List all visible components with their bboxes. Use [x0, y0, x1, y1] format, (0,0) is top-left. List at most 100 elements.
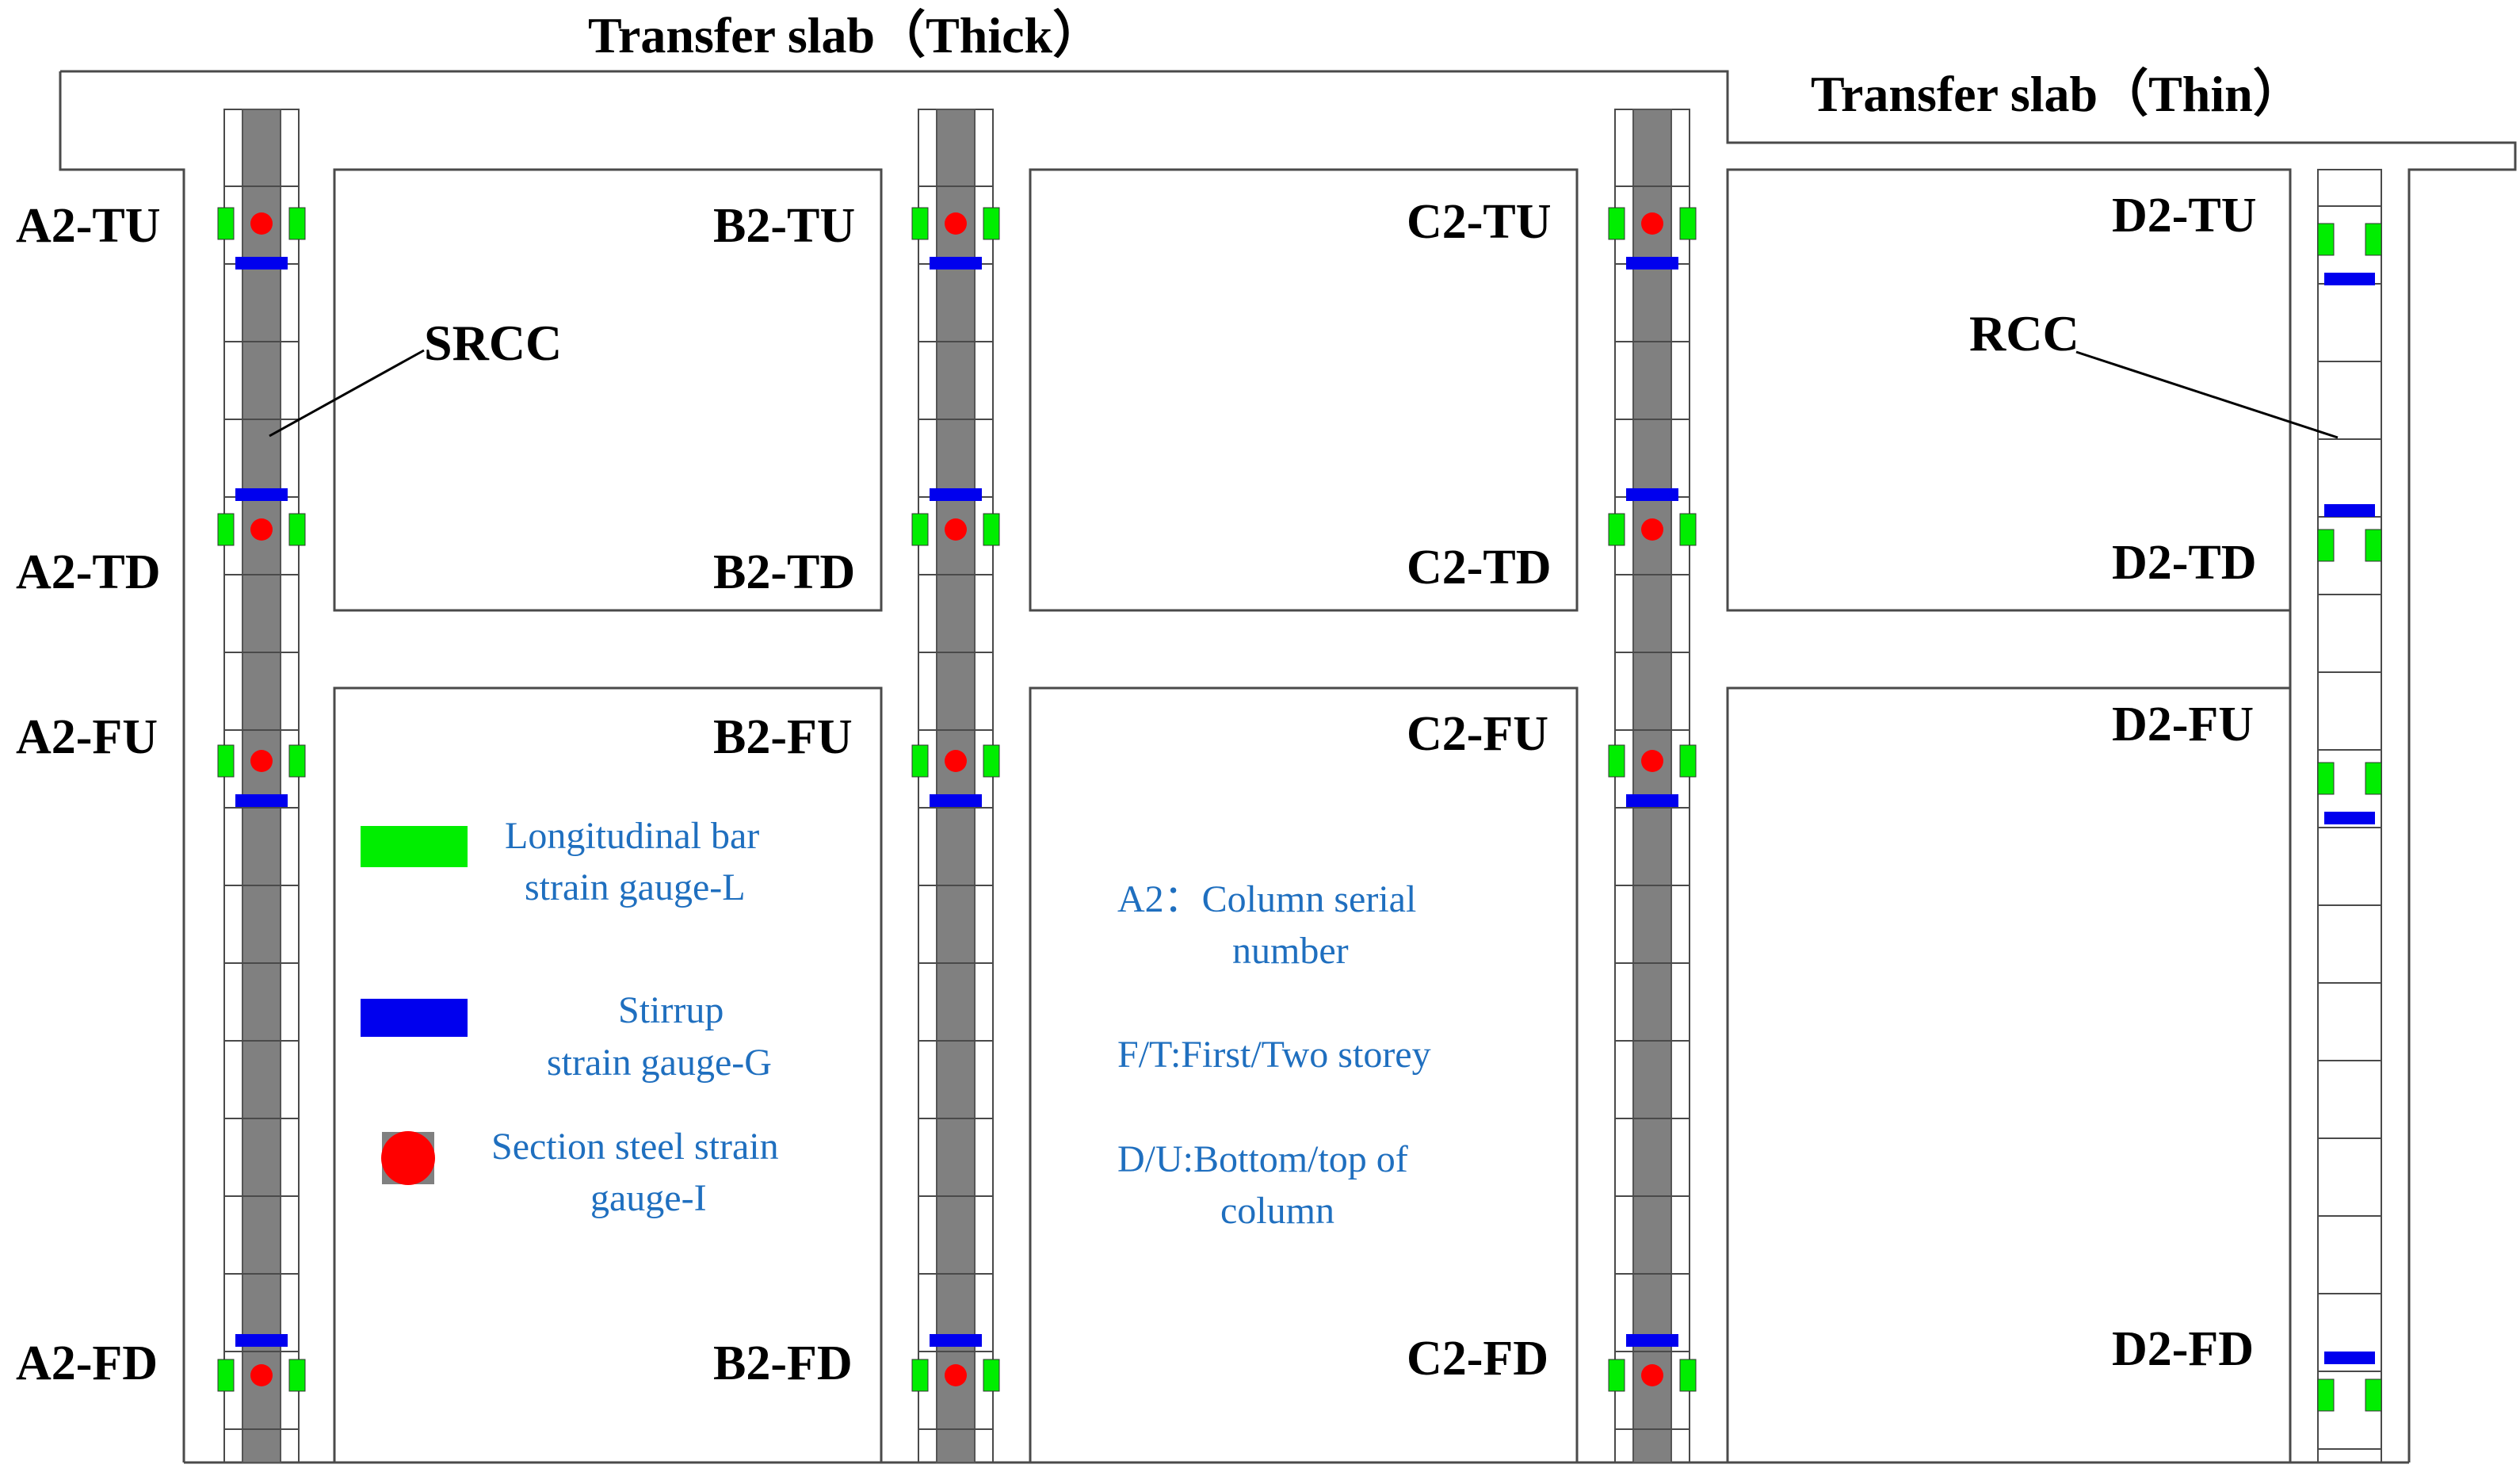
gauge-longitudinal-c2-tu-left [1608, 207, 1625, 240]
label-b2-td: B2-TD [713, 545, 855, 599]
gauge-longitudinal-a2-fd-right [288, 1359, 306, 1392]
gauge-longitudinal-c2-fd-left [1608, 1359, 1625, 1392]
legend-section-swatch [381, 1131, 435, 1185]
srcc-leader-line [269, 349, 425, 438]
legend-longitudinal-line1: Longitudinal bar [505, 815, 759, 857]
label-c2-td: C2-TD [1407, 541, 1552, 595]
gauge-stirrup-d2-fu [2324, 812, 2375, 824]
note-position-line2: column [1220, 1190, 1334, 1232]
columns-group [217, 109, 2382, 1463]
gauge-section-c2-tu [1641, 212, 1663, 235]
gauge-section-a2-td [250, 518, 273, 541]
legend-section-line2: gauge-I [590, 1177, 707, 1219]
column-a2-steel-core [242, 109, 281, 1463]
gauge-stirrup-b2-fd [930, 1334, 982, 1347]
gauge-longitudinal-d2-fu-left [2317, 762, 2335, 795]
gauge-longitudinal-a2-tu-right [288, 207, 306, 240]
gauge-stirrup-a2-tu [235, 257, 288, 270]
slab-thick-title: Transfer slab（Thick） [588, 7, 1103, 63]
gauge-longitudinal-d2-tu-right [2365, 223, 2382, 256]
label-b2-tu: B2-TU [713, 199, 855, 253]
column-b2-steel-core [936, 109, 976, 1463]
label-b2-fu: B2-FU [713, 710, 853, 764]
gauge-stirrup-c2-fu [1626, 794, 1678, 807]
label-a2-td: A2-TD [16, 545, 161, 599]
gauge-stirrup-a2-td [235, 488, 288, 501]
gauge-section-b2-tu [945, 212, 967, 235]
gauge-longitudinal-d2-td-right [2365, 529, 2382, 562]
note-serial-line2: number [1232, 930, 1349, 972]
notation-notes: A2：Column serial number F/T:First/Two st… [1117, 878, 1431, 1232]
label-d2-td: D2-TD [2112, 536, 2257, 590]
srcc-label: SRCC [424, 315, 562, 371]
gauge-longitudinal-d2-fd-left [2317, 1378, 2335, 1412]
gauge-stirrup-b2-tu [930, 257, 982, 270]
legend-section-line1: Section steel strain [491, 1126, 779, 1168]
gauge-section-b2-fu [945, 750, 967, 772]
rcc-leader-line [2075, 350, 2339, 439]
note-serial-line1: A2：Column serial [1117, 878, 1416, 920]
gauge-longitudinal-c2-td-left [1608, 513, 1625, 546]
gauge-stirrup-d2-fd [2324, 1352, 2375, 1364]
gauge-longitudinal-d2-tu-left [2317, 223, 2335, 256]
gauge-longitudinal-a2-fu-right [288, 744, 306, 778]
gauge-longitudinal-b2-fd-right [983, 1359, 1000, 1392]
gauge-longitudinal-a2-fd-left [217, 1359, 235, 1392]
gauge-longitudinal-b2-tu-left [911, 207, 929, 240]
label-a2-fu: A2-FU [16, 710, 158, 764]
note-position-line1: D/U:Bottom/top of [1117, 1138, 1408, 1180]
frame-outline [59, 70, 2517, 1464]
beam-bay-2 [1029, 168, 1579, 612]
gauge-section-c2-td [1641, 518, 1663, 541]
gauge-longitudinal-a2-td-left [217, 513, 235, 546]
beam-bay-1 [333, 168, 883, 612]
label-c2-fu: C2-FU [1407, 707, 1548, 761]
gauge-stirrup-c2-td [1626, 488, 1678, 501]
gauge-longitudinal-c2-fu-right [1679, 744, 1697, 778]
label-d2-fu: D2-FU [2112, 698, 2254, 751]
gauge-longitudinal-c2-tu-right [1679, 207, 1697, 240]
gauge-stirrup-b2-fu [930, 794, 982, 807]
gauge-longitudinal-d2-td-left [2317, 529, 2335, 562]
gauge-stirrup-d2-tu [2324, 273, 2375, 285]
label-a2-fd: A2-FD [16, 1336, 158, 1390]
gauge-longitudinal-b2-fu-left [911, 744, 929, 778]
label-a2-tu: A2-TU [16, 199, 161, 253]
gauge-stirrup-a2-fu [235, 794, 288, 807]
gauge-longitudinal-c2-fu-left [1608, 744, 1625, 778]
gauge-stirrup-c2-fd [1626, 1334, 1678, 1347]
gauge-stirrup-b2-td [930, 488, 982, 501]
gauge-longitudinal-c2-fd-right [1679, 1359, 1697, 1392]
column-c2-steel-core [1632, 109, 1672, 1463]
gauge-section-c2-fd [1641, 1364, 1663, 1386]
gauge-longitudinal-d2-fu-right [2365, 762, 2382, 795]
gauge-longitudinal-d2-fd-right [2365, 1378, 2382, 1412]
legend-longitudinal-line2: strain gauge-L [525, 866, 746, 908]
legend-stirrup-line2: strain gauge-G [547, 1042, 772, 1084]
gauge-longitudinal-b2-td-right [983, 513, 1000, 546]
label-d2-fd: D2-FD [2112, 1322, 2254, 1376]
slab-thin-title: Transfer slab（Thin） [1811, 66, 2304, 122]
label-d2-tu: D2-TU [2112, 189, 2257, 243]
gauge-stirrup-a2-fd [235, 1334, 288, 1347]
gauge-section-b2-fd [945, 1364, 967, 1386]
gauge-longitudinal-a2-fu-left [217, 744, 235, 778]
gauge-section-b2-td [945, 518, 967, 541]
label-c2-fd: C2-FD [1407, 1332, 1548, 1386]
gauge-longitudinal-c2-td-right [1679, 513, 1697, 546]
legend-longitudinal-swatch [361, 826, 468, 867]
gauge-section-a2-tu [250, 212, 273, 235]
legend-stirrup-line1: Stirrup [618, 989, 724, 1031]
column-d2-outline [2317, 169, 2382, 1463]
label-b2-fd: B2-FD [713, 1336, 853, 1390]
gauge-section-a2-fu [250, 750, 273, 772]
gauge-longitudinal-b2-tu-right [983, 207, 1000, 240]
gauge-stirrup-c2-tu [1626, 257, 1678, 270]
gauge-stirrup-d2-td [2324, 504, 2375, 517]
rcc-label: RCC [1969, 305, 2079, 361]
gauge-longitudinal-b2-fu-right [983, 744, 1000, 778]
gauge-longitudinal-a2-tu-left [217, 207, 235, 240]
gauge-longitudinal-a2-td-right [288, 513, 306, 546]
label-c2-tu: C2-TU [1407, 195, 1552, 249]
